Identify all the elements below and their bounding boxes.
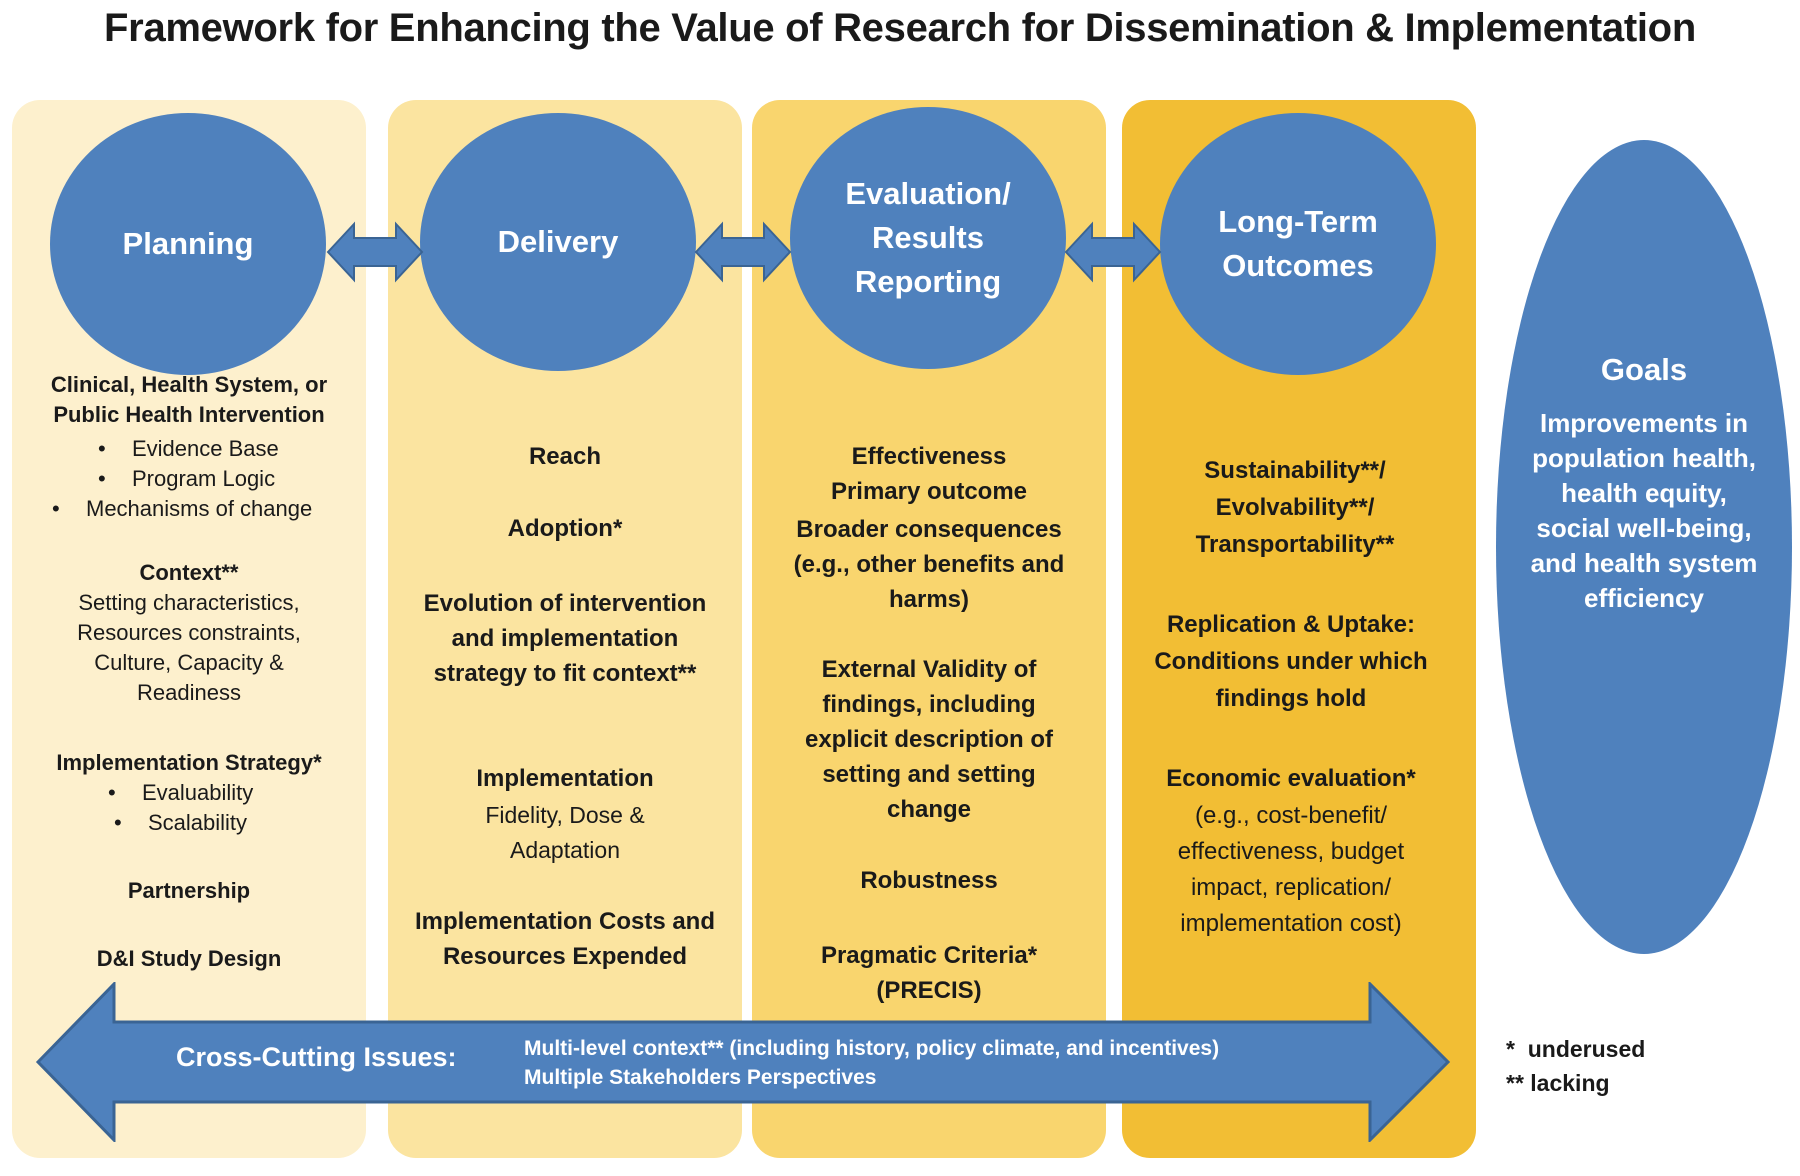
planning-circle-label: Planning — [122, 226, 254, 261]
delivery-adoption: Adoption* — [507, 515, 623, 542]
planning-item-scalability: Scalability — [108, 808, 328, 838]
longterm-economic-heading: Economic evaluation* — [1166, 765, 1416, 792]
evaluation-circle: Evaluation/ Results Reporting — [790, 107, 1066, 369]
delivery-costs: Implementation Costs and Resources Expen… — [414, 908, 716, 970]
longterm-economic-text: (e.g., cost-benefit/ effectiveness, budg… — [1177, 802, 1405, 937]
planning-intervention-heading: Clinical, Health System, or Public Healt… — [50, 372, 328, 427]
cross-cutting-arrow — [35, 982, 1451, 1142]
planning-item-evaluability: Evaluability — [108, 778, 328, 808]
planning-partnership: Partnership — [127, 878, 251, 903]
delivery-implementation-text: Fidelity, Dose & Adaptation — [485, 802, 645, 863]
legend-lacking: ** lacking — [1506, 1070, 1610, 1096]
cross-cutting-line1: Multi-level context** (including history… — [524, 1037, 1220, 1060]
planning-study-design: D&I Study Design — [96, 946, 282, 971]
longterm-replication: Replication & Uptake: Conditions under w… — [1154, 611, 1428, 712]
planning-intervention-list: Evidence Base Program Logic Mechanisms o… — [52, 434, 352, 524]
cross-cutting-text: Multi-level context** (including history… — [524, 1034, 1219, 1092]
planning-strategy-list: Evaluability Scalability — [108, 778, 328, 838]
longterm-circle-label: Long-Term Outcomes — [1218, 204, 1378, 283]
delivery-circle-label: Delivery — [497, 224, 619, 259]
planning-item-logic: Program Logic — [52, 464, 352, 494]
goals-text: Improvements in population health, healt… — [1530, 408, 1758, 613]
delivery-reach: Reach — [528, 443, 602, 470]
evaluation-pragmatic: Pragmatic Criteria* (PRECIS) — [820, 942, 1038, 1004]
delivery-circle: Delivery — [420, 113, 696, 371]
evaluation-effectiveness: Effectiveness — [851, 443, 1007, 470]
evaluation-robustness: Robustness — [860, 867, 998, 894]
planning-circle: Planning — [50, 113, 326, 375]
cross-cutting-label: Cross-Cutting Issues: — [176, 1042, 457, 1072]
planning-context-heading: Context** — [139, 560, 239, 585]
delivery-implementation-heading: Implementation — [476, 765, 654, 792]
diagram-title: Framework for Enhancing the Value of Res… — [104, 6, 1696, 50]
evaluation-external: External Validity of findings, including… — [804, 656, 1054, 823]
cross-cutting-line2: Multiple Stakeholders Perspectives — [524, 1066, 877, 1089]
longterm-sustainability: Sustainability**/ Evolvability**/ Transp… — [1195, 457, 1395, 558]
evaluation-primary: Primary outcome — [830, 478, 1028, 505]
longterm-circle: Long-Term Outcomes — [1160, 113, 1436, 375]
goals-ellipse: Goals Improvements in population health,… — [1496, 140, 1792, 954]
planning-delivery-arrow — [326, 221, 424, 283]
planning-strategy-heading: Implementation Strategy* — [56, 750, 322, 775]
legend-underused: * underused — [1506, 1036, 1646, 1062]
delivery-evolution: Evolution of intervention and implementa… — [423, 590, 707, 687]
planning-item-evidence: Evidence Base — [52, 434, 352, 464]
evaluation-longterm-arrow — [1064, 221, 1162, 283]
planning-item-mechanisms: Mechanisms of change — [52, 494, 352, 524]
evaluation-circle-label: Evaluation/ Results Reporting — [845, 176, 1011, 299]
goals-heading: Goals — [1600, 352, 1688, 387]
delivery-evaluation-arrow — [694, 221, 792, 283]
evaluation-broader: Broader consequences (e.g., other benefi… — [793, 516, 1065, 613]
planning-context-text: Setting characteristics, Resources const… — [77, 590, 301, 705]
legend: * underused ** lacking — [1506, 1032, 1645, 1100]
